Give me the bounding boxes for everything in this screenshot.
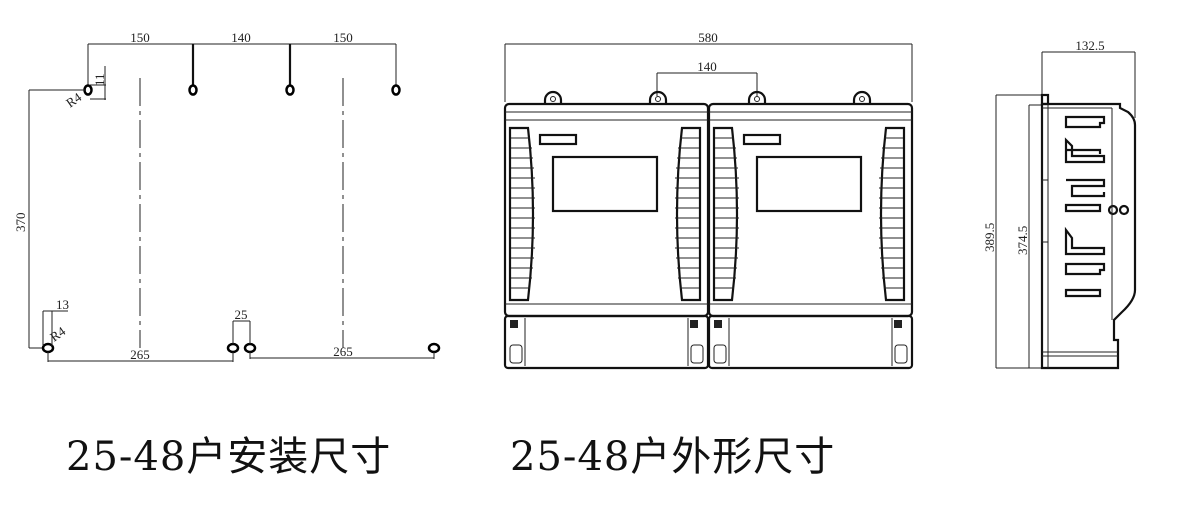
- dim-height-body: 374.5: [1015, 226, 1030, 255]
- dim-top-mid: 140: [231, 30, 251, 45]
- installation-caption: 25-48户安装尺寸: [66, 434, 392, 480]
- dim-top-left: 150: [130, 30, 150, 45]
- dim-height-total: 389.5: [982, 223, 997, 252]
- installation-drawing: 150 140 150 11 R4 370 13 R4 25 265: [13, 30, 441, 362]
- dim-module-pitch: 140: [697, 59, 717, 74]
- dim-depth: 132.5: [1075, 38, 1104, 53]
- dim-radius-top: R4: [63, 89, 84, 110]
- mount-hole: [427, 342, 441, 354]
- dim-top-right: 150: [333, 30, 353, 45]
- dim-bottom-left: 265: [130, 347, 150, 362]
- dim-radius-bottom: R4: [47, 323, 68, 344]
- front-view: 580 140: [503, 30, 914, 370]
- dim-offset-bottom: 13: [56, 297, 69, 312]
- dim-width: 580: [698, 30, 718, 45]
- outline-caption: 25-48户外形尺寸: [510, 434, 836, 480]
- side-view: 132.5 389.5 374.5: [982, 38, 1137, 370]
- mount-hole: [391, 84, 401, 96]
- dim-height: 370: [13, 213, 28, 233]
- dim-gap: 25: [235, 307, 248, 322]
- mount-hole: [226, 342, 240, 354]
- dim-offset-top: 11: [92, 73, 107, 86]
- mount-hole: [285, 84, 295, 96]
- dim-bottom-right: 265: [333, 344, 353, 359]
- mount-hole: [188, 84, 198, 96]
- mount-hole: [243, 342, 257, 354]
